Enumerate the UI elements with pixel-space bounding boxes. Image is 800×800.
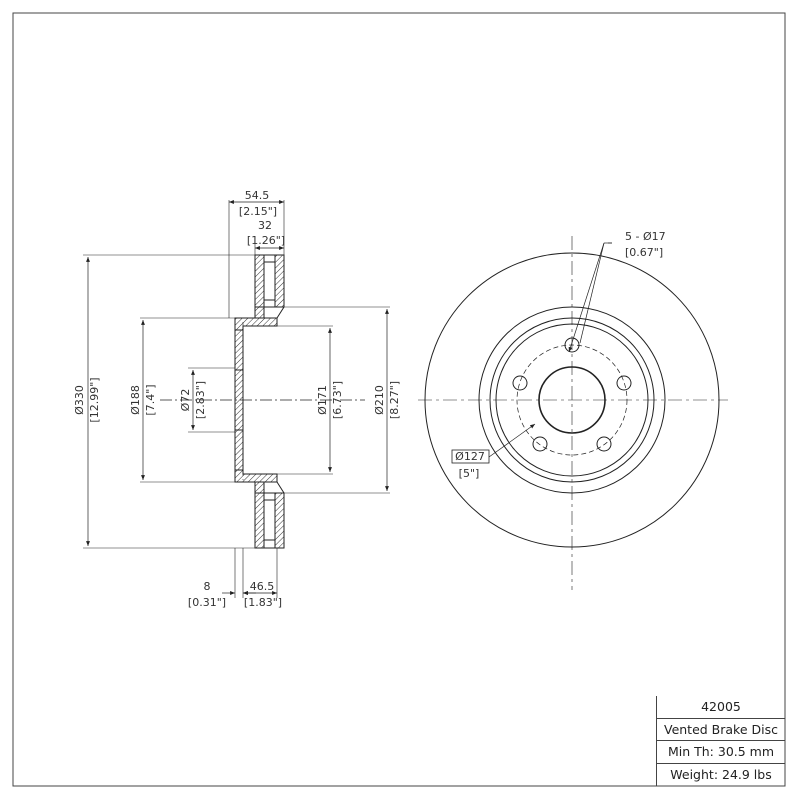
front-view — [418, 236, 728, 590]
lower-friction-ring — [254, 492, 285, 549]
dim-hat-diameter-in: [7.4"] — [144, 384, 157, 415]
dim-rotor-thickness: 32 — [258, 219, 272, 232]
lug-hole — [512, 375, 528, 391]
lug-holes — [512, 337, 632, 452]
section-dimensions: 54.5 [2.15"] 32 [1.26"] Ø330 [12.99"] Ø1… — [73, 189, 401, 609]
hat-section-lower — [234, 469, 278, 483]
dim-inner-hat-diameter: Ø171 — [316, 385, 329, 415]
dim-bolt-circle-in: [5"] — [459, 467, 480, 480]
hat-outer-edge — [489, 317, 655, 483]
dim-inner-diameter: Ø210 — [373, 385, 386, 415]
dim-inner-diameter-in: [8.27"] — [388, 381, 401, 419]
dim-flange-thickness: 8 — [204, 580, 211, 593]
part-description: Vented Brake Disc — [657, 719, 785, 741]
dim-hat-height: 46.5 — [250, 580, 275, 593]
hat-inner-edge — [495, 323, 649, 477]
hat-section-upper-neck — [254, 306, 265, 319]
dim-rotor-thickness-in: [1.26"] — [247, 234, 285, 247]
section-view — [83, 200, 390, 598]
upper-friction-ring — [254, 254, 285, 308]
dim-holes-in: [0.67"] — [625, 246, 663, 259]
center-bore — [538, 366, 606, 434]
dim-overall-width-in: [2.15"] — [239, 205, 277, 218]
dim-inner-hat-diameter-in: [6.73"] — [331, 381, 344, 419]
weight: Weight: 24.9 lbs — [670, 766, 772, 782]
dim-flange-thickness-in: [0.31"] — [188, 596, 226, 609]
lug-hole — [616, 375, 632, 391]
outer-rotor-edge — [424, 252, 720, 548]
dim-outer-diameter-in: [12.99"] — [88, 377, 101, 422]
lug-hole — [532, 436, 548, 452]
dim-overall-width: 54.5 — [245, 189, 270, 202]
part-number: 42005 — [657, 696, 785, 719]
front-dimensions: 5 - Ø17 [0.67"] Ø127 [5"] — [455, 230, 665, 480]
dim-hat-height-in: [1.83"] — [244, 596, 282, 609]
friction-inner-edge — [478, 306, 666, 494]
bolt-circle-box — [451, 449, 490, 464]
dim-outer-diameter: Ø330 — [73, 385, 86, 415]
min-thickness: Min Th: 30.5 mm — [657, 741, 785, 764]
dim-hat-diameter: Ø188 — [129, 385, 142, 415]
bolt-circle — [516, 344, 628, 456]
hat-section-lower-neck — [254, 481, 265, 494]
mounting-flange — [234, 329, 244, 471]
lug-hole — [596, 436, 612, 452]
dim-bolt-circle: Ø127 — [455, 450, 485, 463]
dim-holes: 5 - Ø17 — [625, 230, 666, 243]
dim-center-bore: Ø72 — [179, 389, 192, 412]
bolt-circle-leader — [488, 423, 536, 458]
dim-center-bore-in: [2.83"] — [194, 381, 207, 419]
title-block: 42005 Vented Brake Disc Min Th: 30.5 mm … — [656, 696, 785, 786]
lug-hole — [564, 337, 580, 353]
drawing-frame — [12, 12, 786, 787]
hat-section-upper — [234, 317, 278, 331]
